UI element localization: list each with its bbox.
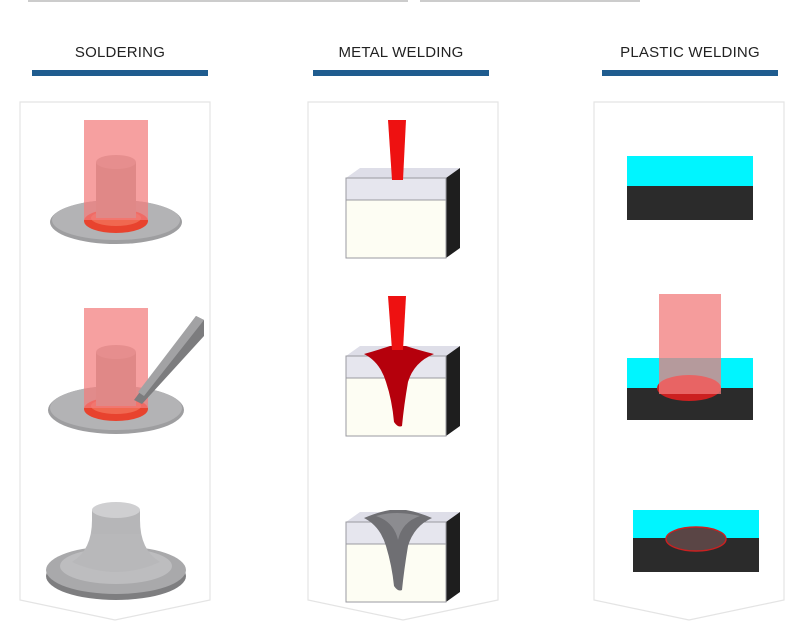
metal-welding-panel [306,100,501,622]
soldering-step-2-illustration [48,308,204,434]
soldering-panel [18,100,213,622]
soldering-title-bar [32,70,208,76]
soldering-title: SOLDERING [74,44,166,61]
cropped-header-text [0,0,796,8]
plastic-welding-step-3-illustration [633,510,759,572]
soldering-step-1-illustration [50,120,182,244]
metal-welding-title: METAL WELDING [338,44,464,61]
plastic-welding-panel [592,100,787,622]
metal-welding-title-bar [313,70,489,76]
plastic-welding-step-2-illustration [627,294,753,420]
plastic-welding-title: PLASTIC WELDING [620,44,760,61]
metal-welding-step-1-illustration [345,120,460,259]
metal-welding-step-3-illustration [345,510,460,603]
metal-welding-step-2-illustration [345,296,460,437]
plastic-welding-step-1-illustration [627,156,753,220]
plastic-welding-title-bar [602,70,778,76]
soldering-step-3-illustration [46,502,186,600]
